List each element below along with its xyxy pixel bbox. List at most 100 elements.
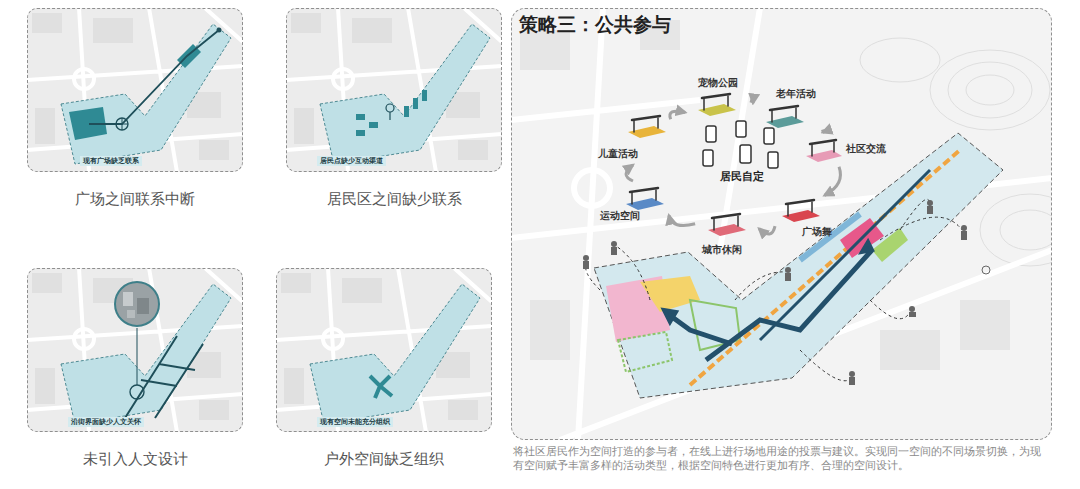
map-path — [511, 8, 1052, 440]
map-path — [702, 94, 730, 98]
map-path — [862, 242, 872, 252]
node-label: 老年活动 — [776, 88, 816, 100]
panel-caption: 居民区之间缺少联系 — [287, 190, 501, 208]
map-rect — [960, 300, 1010, 350]
map-use — [27, 268, 243, 432]
map-path — [618, 332, 672, 372]
map-path — [735, 272, 786, 300]
map-path — [690, 150, 960, 385]
map-g — [27, 8, 243, 172]
map-ellipse — [948, 62, 1032, 118]
map-rect — [927, 206, 933, 214]
map-rect — [736, 121, 746, 137]
problem-panel: 居民点缺少互动渠道居民区之间缺少联系 — [286, 8, 502, 172]
map-label: 沿街界面缺少人文关怀 — [68, 417, 144, 427]
map-g — [698, 94, 736, 116]
map-rect — [422, 90, 427, 101]
map-rect — [511, 8, 1052, 440]
map-rect — [127, 310, 135, 318]
activity-node: 宠物公园 — [688, 76, 748, 118]
map-path — [630, 188, 658, 192]
cycle-arrow — [822, 130, 829, 133]
map-panel — [286, 8, 502, 172]
map-rect — [764, 128, 774, 144]
node-label: 广场舞 — [802, 226, 832, 238]
node-label: 宠物公园 — [698, 77, 738, 89]
map-path — [770, 106, 798, 110]
panel-title: 策略三：公共参与 — [519, 14, 671, 37]
map-circle — [849, 371, 855, 377]
map-rect — [768, 152, 778, 168]
map-rect — [703, 150, 713, 166]
node-label: 儿童活动 — [598, 148, 638, 160]
map-circle — [961, 225, 967, 231]
map-path — [872, 228, 908, 262]
map-circle — [386, 104, 394, 112]
activity-node: 老年活动 — [756, 88, 819, 130]
map-rect — [909, 312, 916, 317]
map-g — [628, 116, 666, 138]
map-path — [370, 376, 392, 398]
map-g — [276, 268, 492, 432]
map-circle — [927, 200, 933, 206]
map-path — [900, 199, 930, 230]
problem-panel: 现有广场缺乏联系广场之间联系中断 — [27, 8, 243, 172]
node-label: 社区交流 — [846, 143, 886, 155]
map-rect — [137, 298, 149, 314]
map-rect — [785, 273, 791, 281]
map-path — [89, 30, 219, 124]
map-rect — [961, 231, 967, 240]
map-circle — [785, 267, 791, 273]
map-use — [286, 8, 502, 172]
map-rect — [356, 130, 365, 136]
problem-panel: 沿街界面缺少人文关怀未引入人文设计 — [27, 268, 243, 432]
map-label: 居民点缺少互动渠道 — [317, 156, 386, 166]
map-path — [594, 133, 1003, 398]
map-circle — [909, 306, 915, 312]
activity-icons — [626, 94, 842, 236]
cycle-arrow — [759, 226, 775, 234]
cycle-arrow — [751, 96, 754, 103]
map-path — [712, 214, 740, 218]
map-circle — [982, 266, 990, 274]
map-g — [586, 199, 962, 380]
map-path — [664, 310, 676, 322]
map-label: 现有空间未能充分组织 — [317, 417, 393, 427]
activity-node: 运动空间 — [600, 184, 666, 224]
map-ellipse — [860, 38, 940, 82]
map-path — [880, 217, 962, 240]
activity-node: 城市休闲 — [698, 210, 756, 258]
map-g — [806, 140, 842, 162]
map-rect — [369, 122, 378, 128]
activity-node: 广场舞 — [778, 198, 846, 242]
map-circle — [583, 255, 589, 261]
cycle-arrow — [669, 215, 695, 225]
map-rect — [530, 300, 570, 360]
map-g — [766, 106, 804, 128]
phone-icons — [703, 121, 778, 168]
map-g — [27, 268, 243, 432]
map-path — [389, 112, 390, 120]
panel-caption: 广场之间联系中断 — [28, 190, 242, 208]
caption: 将社区居民作为空间打造的参与者，在线上进行场地用途的投票与建议。实现同一空间的不… — [513, 444, 1049, 472]
map-use — [276, 268, 492, 432]
map-path — [137, 328, 138, 385]
map-circle — [611, 241, 617, 247]
map-rect — [611, 247, 617, 255]
map-rect — [740, 145, 751, 163]
map-g — [583, 200, 990, 385]
map-g — [708, 214, 746, 236]
map-rect — [849, 377, 855, 385]
map-panel — [27, 8, 243, 172]
map-path — [632, 116, 660, 120]
center-node: 居民自定 — [700, 120, 782, 196]
map-path — [786, 200, 814, 204]
map-rect — [123, 292, 133, 306]
map-ellipse — [1000, 210, 1052, 250]
map-circle — [130, 385, 144, 399]
map-path — [810, 140, 836, 144]
cycle-arrow — [626, 165, 633, 181]
